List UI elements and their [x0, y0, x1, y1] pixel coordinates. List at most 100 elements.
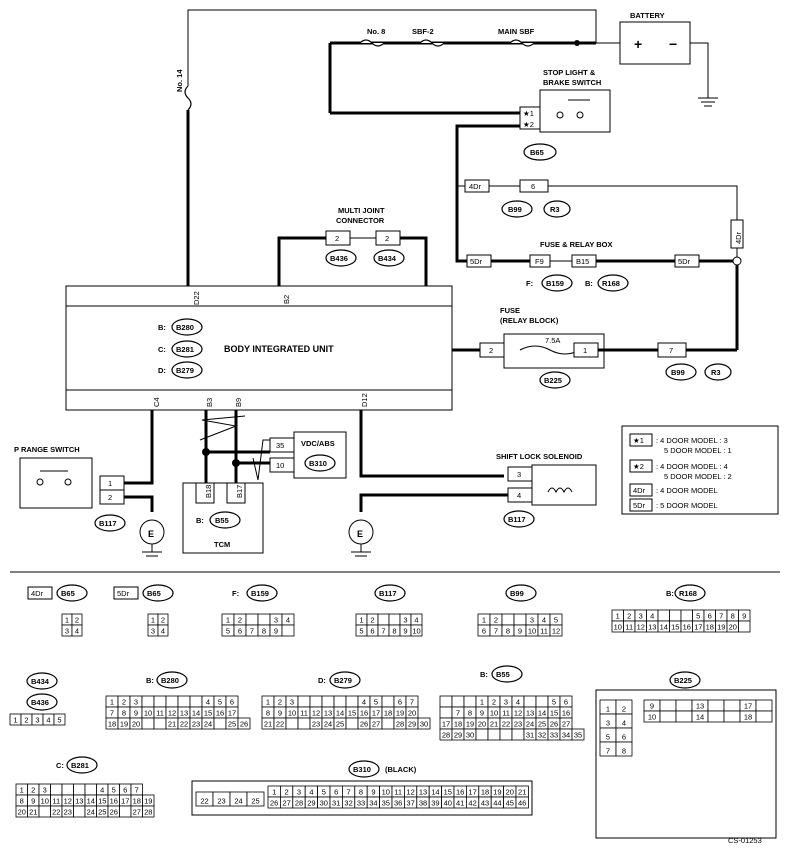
pin-number: 12 — [312, 709, 320, 718]
pin-number: 6 — [622, 733, 626, 742]
pin-cell — [71, 624, 83, 637]
pin-number: 33 — [357, 799, 365, 808]
battery-symbol — [619, 21, 691, 65]
pin-number: 18 — [133, 797, 141, 806]
pin-number: 4 — [286, 616, 290, 625]
svg-text:B310: B310 — [353, 765, 371, 774]
pin-number: 9 — [278, 709, 282, 718]
svg-text:2: 2 — [335, 234, 339, 243]
svg-text:D:: D: — [158, 366, 166, 375]
pin-cell — [73, 783, 86, 796]
pin-number: 6 — [482, 627, 486, 636]
pin-number: 4 — [414, 616, 418, 625]
pin-cell — [738, 620, 751, 633]
svg-text:R3: R3 — [550, 205, 560, 214]
pin-number: 27 — [133, 808, 141, 817]
pin-cell — [451, 695, 465, 708]
pin-number: 25 — [538, 720, 546, 729]
pin-cell — [417, 717, 431, 730]
pin-number: 1 — [226, 616, 230, 625]
svg-text:(BLACK): (BLACK) — [385, 765, 417, 774]
pin-cell — [257, 613, 271, 626]
pin-number: 10 — [41, 797, 49, 806]
svg-text:2: 2 — [108, 493, 112, 502]
pin-number: 6 — [564, 698, 568, 707]
svg-text:B99: B99 — [510, 589, 524, 598]
pin-number: 27 — [372, 720, 380, 729]
pin-number: 19 — [144, 797, 152, 806]
svg-text:B65: B65 — [530, 148, 544, 157]
pin-number: 18 — [454, 720, 462, 729]
pin-number: 15 — [348, 709, 356, 718]
svg-text:B:: B: — [196, 516, 204, 525]
tcm: B18 B17 B: B55 TCM — [182, 410, 270, 554]
door-paths: 4Dr 6 4Dr B99 R3 FUSE & RELAY BOX 5Dr F9… — [457, 179, 744, 350]
pin-number: 22 — [276, 720, 284, 729]
pin-number: 17 — [372, 709, 380, 718]
pin-number: 24 — [204, 720, 212, 729]
pin-number: 32 — [344, 799, 352, 808]
pin-number: 16 — [562, 709, 570, 718]
pin-number: 20 — [729, 623, 737, 632]
pin-number: 4 — [542, 616, 546, 625]
svg-text:B117: B117 — [379, 589, 397, 598]
pin-number: 23 — [64, 808, 72, 817]
svg-text:MULTI JOINT: MULTI JOINT — [338, 206, 385, 215]
pin-number: 8 — [359, 788, 363, 797]
pin-number: 5 — [322, 788, 326, 797]
pin-number: 16 — [360, 709, 368, 718]
figure-id: CS-01253 — [728, 836, 762, 845]
pin-number: 19 — [493, 788, 501, 797]
pin-number: 13 — [696, 702, 704, 711]
pin-number: 6 — [708, 612, 712, 621]
pin-number: 16 — [456, 788, 464, 797]
pin-number: 7 — [456, 709, 460, 718]
pin-number: 2 — [161, 616, 165, 625]
pin-number: 42 — [468, 799, 476, 808]
svg-text:B281: B281 — [71, 761, 89, 770]
pin-number: 46 — [518, 799, 526, 808]
fuse-no8-label: No. 8 — [367, 27, 385, 36]
pin-number: 22 — [52, 808, 60, 817]
pin-number: 24 — [526, 720, 534, 729]
pin-cell — [571, 728, 585, 741]
svg-text:B159: B159 — [546, 279, 564, 288]
pin-number: 14 — [192, 709, 200, 718]
pin-number: 25 — [336, 720, 344, 729]
power-supply: No. 8 SBF-2 MAIN SBF BATTERY + − No. 14 — [175, 9, 718, 286]
svg-text:B65: B65 — [147, 589, 161, 598]
pin-cell — [153, 695, 167, 708]
pin-number: 5 — [606, 733, 610, 742]
pin-number: 4 — [75, 627, 79, 636]
svg-text:D22: D22 — [192, 291, 201, 305]
pin-number: 11 — [540, 627, 548, 636]
svg-text:B436: B436 — [31, 698, 49, 707]
pin-cell — [707, 710, 725, 723]
pin-number: 12 — [406, 788, 414, 797]
pin-number: 6 — [123, 786, 127, 795]
pin-cell — [463, 695, 477, 708]
pin-number: 18 — [384, 709, 392, 718]
svg-text:B280: B280 — [176, 323, 194, 332]
pin-number: 14 — [696, 713, 704, 722]
svg-text:2: 2 — [385, 234, 389, 243]
svg-text:B55: B55 — [496, 670, 510, 679]
pin-number: 2 — [31, 786, 35, 795]
svg-text:C:: C: — [158, 345, 166, 354]
svg-text:+: + — [634, 36, 642, 52]
pin-number: 7 — [606, 747, 610, 756]
pin-cell — [84, 783, 97, 796]
pin-cell — [61, 783, 74, 796]
pin-number: 4 — [161, 627, 165, 636]
pin-number: 11 — [300, 709, 308, 718]
svg-text:4: 4 — [517, 491, 521, 500]
svg-text:7: 7 — [669, 346, 673, 355]
pin-number: 16 — [683, 623, 691, 632]
svg-text:2: 2 — [489, 346, 493, 355]
pin-cell — [501, 613, 515, 626]
pin-number: 2 — [285, 788, 289, 797]
pin-number: 12 — [64, 797, 72, 806]
pin-number: 29 — [454, 731, 462, 740]
pin-number: 1 — [359, 616, 363, 625]
pin-cell — [177, 695, 191, 708]
